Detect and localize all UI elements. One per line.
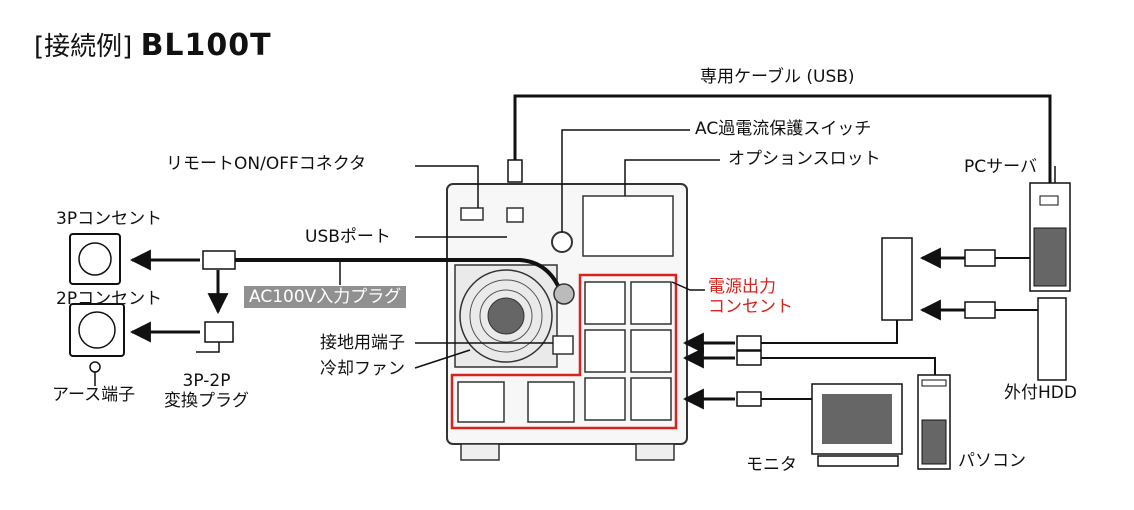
outlet-2p-icon — [69, 303, 125, 386]
output-outlet-group — [450, 273, 678, 430]
pc-tower-icon — [917, 374, 951, 470]
title-model: BL100T — [140, 28, 272, 63]
title-prefix: [接続例] — [34, 32, 133, 62]
input-plug-3p — [202, 250, 236, 270]
label-remote-connector: リモートON/OFFコネクタ — [166, 154, 367, 174]
ground-terminal-icon — [552, 335, 574, 355]
label-ac-plug: AC100V入力プラグ — [244, 286, 407, 308]
out-plug-1 — [736, 335, 762, 351]
label-output-outlet: 電源出力 コンセント — [708, 277, 793, 317]
adapter-plug-icon — [204, 321, 234, 343]
output-line1: 電源出力 — [708, 277, 776, 297]
outlets-2p — [457, 381, 575, 423]
power-strip-icon — [881, 237, 913, 321]
adapter-line1: 3P-2P — [182, 371, 231, 391]
usb-cable-plug — [507, 159, 523, 183]
option-slot-icon — [582, 195, 674, 257]
diagram-title: [接続例] BL100T — [34, 26, 272, 63]
remote-connector-icon — [460, 207, 484, 221]
ac-inlet-icon — [553, 283, 575, 305]
label-outlet-3p: 3Pコンセント — [56, 209, 163, 229]
pc-server-icon — [1029, 182, 1071, 292]
adapter-ground-wire — [196, 342, 220, 353]
external-hdd-icon — [1037, 297, 1067, 381]
label-option-slot: オプションスロット — [728, 149, 881, 169]
ups-unit — [446, 183, 688, 461]
label-outlet-2p: 2Pコンセント — [56, 289, 163, 309]
label-ground-terminal: 接地用端子 — [320, 333, 405, 353]
leader-lines — [414, 129, 1056, 369]
out-plug-3 — [736, 391, 762, 407]
usb-cable-line — [513, 94, 1052, 185]
label-external-hdd: 外付HDD — [1004, 383, 1077, 403]
label-pc: パソコン — [958, 451, 1026, 471]
cooling-fan-icon — [454, 264, 558, 368]
output-line2: コンセント — [708, 296, 793, 317]
outlet-3p-icon — [69, 233, 121, 285]
label-usb-cable: 専用ケーブル (USB) — [700, 67, 855, 87]
label-monitor: モニタ — [746, 455, 797, 475]
out-plug-2 — [736, 350, 762, 366]
label-ac-switch: AC過電流保護スイッチ — [695, 119, 872, 139]
ac-input-cable — [235, 258, 562, 291]
adapter-line2: 変換プラグ — [164, 390, 249, 411]
ac-switch-icon — [551, 231, 573, 253]
hdd-plug — [964, 301, 996, 319]
label-cooling-fan: 冷却ファン — [320, 359, 405, 379]
ac-plug-text: AC100V入力プラグ — [244, 286, 407, 308]
outlets-3p — [584, 281, 672, 421]
cable-ups-to-strip — [760, 320, 898, 344]
label-usb-port: USBポート — [305, 227, 391, 247]
label-adapter: 3P-2P 変換プラグ — [164, 371, 249, 411]
server-plug — [964, 249, 996, 267]
label-pc-server: PCサーバ — [964, 157, 1037, 177]
label-earth-terminal: アース端子 — [52, 385, 136, 405]
cable-ups-to-pc — [760, 357, 936, 375]
usb-port-icon — [506, 207, 524, 223]
monitor-icon — [811, 383, 903, 467]
